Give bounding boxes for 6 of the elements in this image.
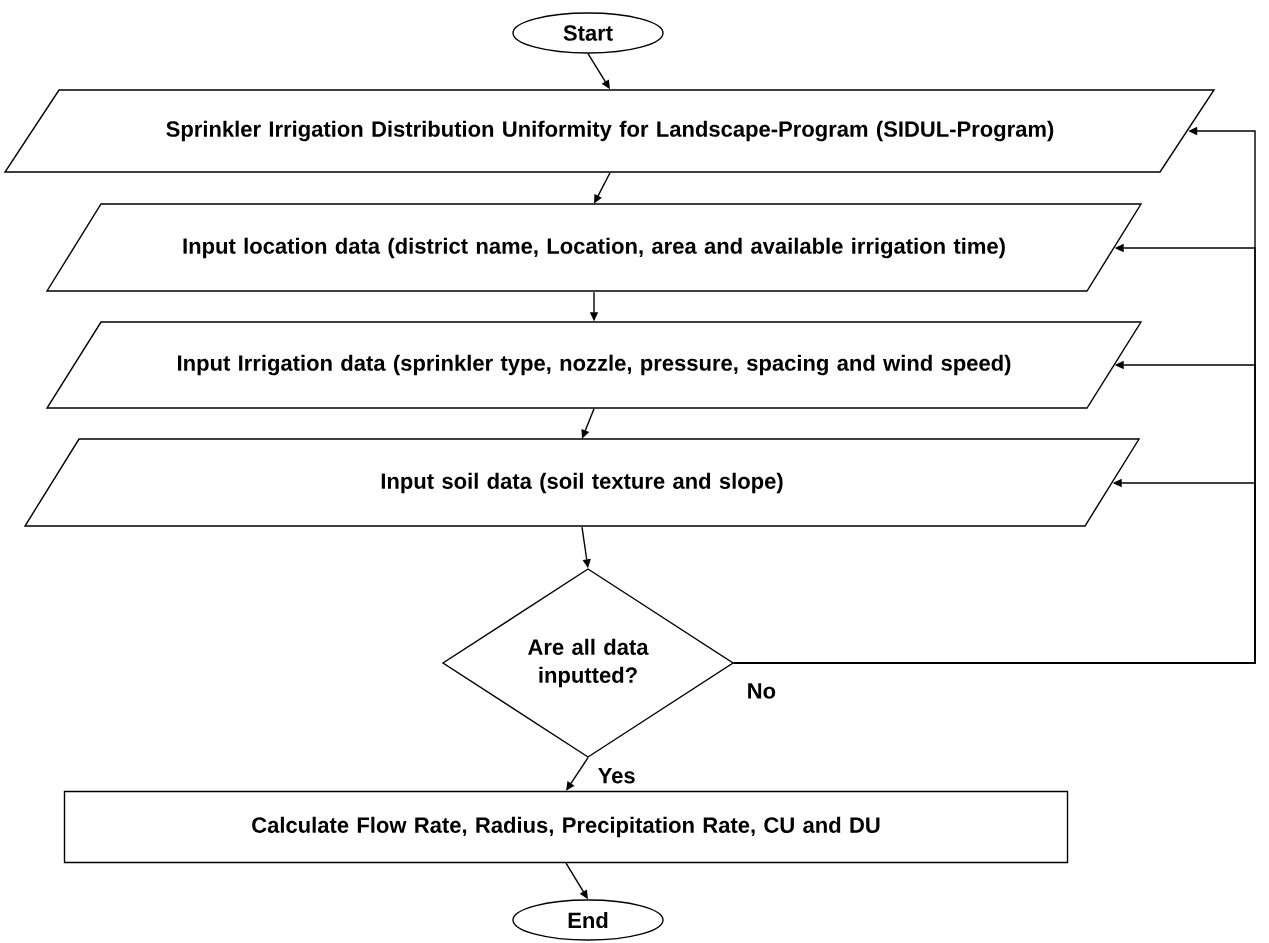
edge-label: Yes xyxy=(596,767,637,785)
edge-label: No xyxy=(745,682,778,700)
terminal-oval: End xyxy=(512,899,664,941)
terminal-oval: Start xyxy=(512,12,664,54)
arrow xyxy=(566,757,589,791)
process-box: Calculate Flow Rate, Radius, Precipitation Rate, CU and DU xyxy=(63,790,1069,864)
